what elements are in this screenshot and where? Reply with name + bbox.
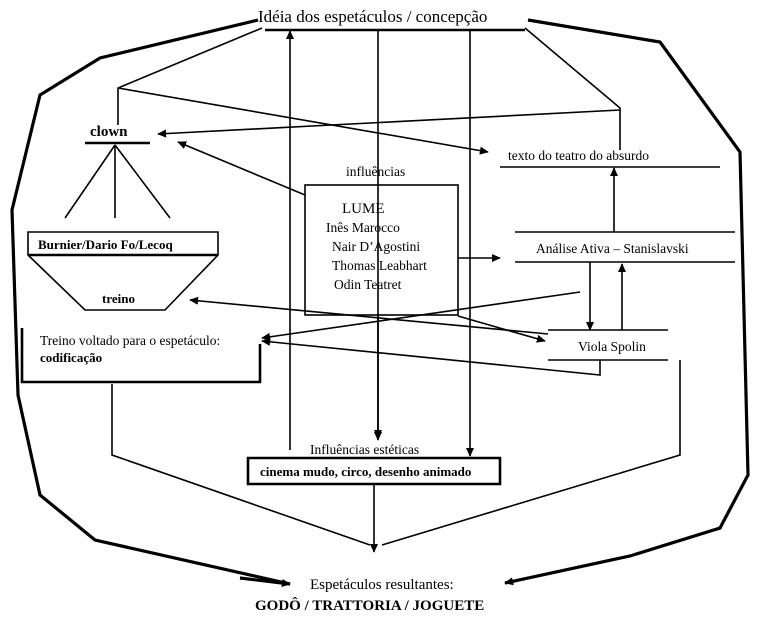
training-box <box>20 328 262 384</box>
outer-left-arrowhead <box>239 576 291 588</box>
treino-label: treino <box>102 291 135 306</box>
aesthetic-box <box>246 456 502 486</box>
stanislavski-label: Análise Ativa – Stanislavski <box>536 241 689 256</box>
training-line2: codificação <box>40 350 102 365</box>
right-to-result <box>381 360 681 546</box>
arrow-spolin-loop-to-training <box>261 337 601 376</box>
clown-leg-left <box>64 144 116 219</box>
arrow-right-to-clown <box>157 109 621 138</box>
influences-box <box>304 184 459 316</box>
outer-left-curve <box>10 18 291 586</box>
arrow-stan-to-training <box>261 291 581 341</box>
spolin-label: Viola Spolin <box>578 339 646 354</box>
result-label: Espetáculos resultantes: <box>310 577 454 593</box>
result-shows: GODÔ / TRATTORIA / JOGUETE <box>255 597 484 614</box>
training-line1: Treino voltado para o espetáculo: <box>40 333 220 348</box>
influences-label: influências <box>346 164 405 179</box>
center-item-4: Odin Teatret <box>334 277 402 292</box>
center-item-2: Nair D’Agostini <box>332 239 420 254</box>
center-item-3: Thomas Leabhart <box>332 258 427 273</box>
outer-right-curve <box>504 18 750 586</box>
arrow-box-to-spolin <box>457 315 546 343</box>
center-item-1: Inês Marocco <box>326 220 400 235</box>
arrow-box-to-clown <box>177 141 306 196</box>
title-to-right-line <box>524 27 621 150</box>
arrow-spolin-to-treino <box>189 296 549 335</box>
arrow-clown-to-absurd <box>117 87 489 155</box>
aesthetic-subtitle: cinema mudo, circo, desenho animado <box>260 464 471 479</box>
title-to-clown-line <box>117 27 263 125</box>
center-item-0: LUME <box>342 201 385 217</box>
training-to-result <box>111 384 371 546</box>
top-title: Idéia dos espetáculos / concepção <box>258 7 487 26</box>
clown-leg-right <box>114 144 171 219</box>
aesthetic-title: Influências estéticas <box>310 442 419 457</box>
clown-label: clown <box>90 124 128 140</box>
absurd-text-label: texto do teatro do absurdo <box>508 148 649 163</box>
funnel-label: Burnier/Dario Fo/Lecoq <box>38 237 173 252</box>
